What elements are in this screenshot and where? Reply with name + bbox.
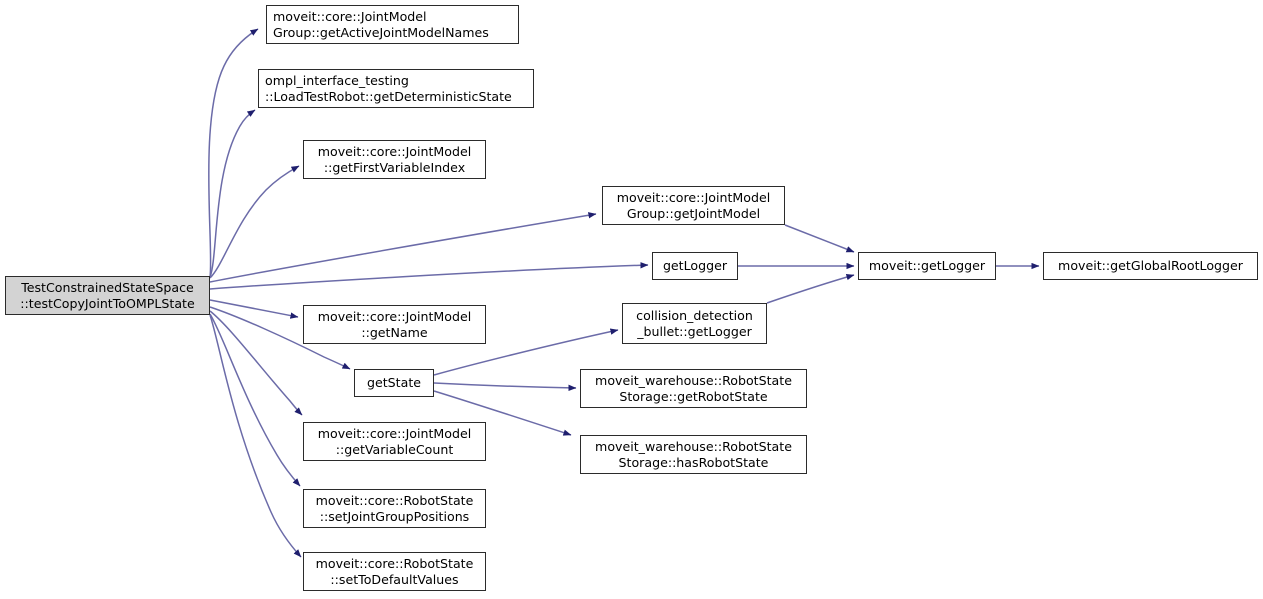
graph-node-label: TestConstrainedStateSpace	[21, 280, 194, 295]
graph-node-label: moveit_warehouse::RobotState	[595, 373, 792, 388]
graph-edge	[209, 109, 256, 278]
graph-node-label: ::setToDefaultValues	[330, 571, 459, 587]
graph-node-label: moveit::core::JointModel	[616, 190, 771, 205]
graph-node-setToDefaultValues[interactable]: moveit::core::RobotState::setToDefaultVa…	[303, 552, 486, 591]
graph-node-label: ompl_interface_testing	[265, 73, 409, 88]
graph-edge	[433, 382, 577, 392]
graph-node-label: moveit::core::JointModel	[317, 426, 472, 441]
graph-node-root[interactable]: TestConstrainedStateSpace::testCopyJoint…	[5, 276, 210, 315]
graph-node-moveitGetGlobalRootLogger[interactable]: moveit::getGlobalRootLogger	[1043, 252, 1258, 280]
graph-node-label: Group::getJointModel	[626, 205, 761, 221]
graph-node-label: moveit::core::JointModel	[317, 144, 472, 159]
graph-node-label: ::setJointGroupPositions	[319, 508, 470, 524]
graph-node-label: Group::getActiveJointModelNames	[273, 24, 489, 40]
graph-edges	[207, 28, 1040, 558]
graph-edge	[209, 313, 301, 487]
graph-edge	[209, 310, 303, 416]
graph-node-label: _bullet::getLogger	[637, 323, 752, 339]
graph-node-label: Storage::getRobotState	[619, 388, 768, 404]
graph-edge	[209, 165, 300, 279]
graph-node-label: moveit::core::RobotState	[315, 493, 474, 508]
graph-edge	[766, 274, 855, 304]
graph-edge	[784, 224, 855, 253]
graph-node-getLogger[interactable]: getLogger	[652, 252, 738, 280]
graph-node-label: ::testCopyJointToOMPLState	[20, 295, 195, 311]
graph-node-label: ::LoadTestRobot::getDeterministicState	[265, 88, 512, 104]
graph-node-getFirstVariableIndex[interactable]: moveit::core::JointModel::getFirstVariab…	[303, 140, 486, 179]
graph-node-label: getLogger	[662, 258, 728, 274]
graph-node-label: ::getFirstVariableIndex	[323, 159, 466, 175]
graph-edge	[207, 28, 259, 278]
graph-node-label: moveit::getLogger	[868, 258, 986, 274]
graph-node-setJointGroupPositions[interactable]: moveit::core::RobotState::setJointGroupP…	[303, 489, 486, 528]
graph-node-label: ::getVariableCount	[335, 441, 454, 457]
graph-node-label: getState	[366, 375, 421, 391]
graph-node-getState[interactable]: getState	[354, 369, 434, 397]
graph-edge	[209, 314, 302, 558]
graph-edge	[209, 299, 299, 319]
graph-node-label: ::getName	[361, 324, 428, 340]
graph-node-collisionDetectionBulletGetLogger[interactable]: collision_detection_bullet::getLogger	[622, 303, 767, 344]
graph-node-label: moveit::core::JointModel	[317, 309, 472, 324]
graph-node-getVariableCount[interactable]: moveit::core::JointModel::getVariableCou…	[303, 422, 486, 461]
graph-node-getDeterministicState[interactable]: ompl_interface_testing::LoadTestRobot::g…	[258, 69, 534, 108]
graph-node-label: moveit::core::RobotState	[315, 556, 474, 571]
graph-node-label: moveit::core::JointModel	[273, 9, 427, 24]
graph-node-moveitGetLogger[interactable]: moveit::getLogger	[858, 252, 996, 280]
graph-edge	[209, 212, 597, 283]
graph-node-label: moveit::getGlobalRootLogger	[1058, 258, 1243, 274]
graph-node-getName[interactable]: moveit::core::JointModel::getName	[303, 305, 486, 344]
graph-node-label: collision_detection	[636, 308, 753, 323]
graph-edge	[209, 262, 649, 290]
graph-node-label: moveit_warehouse::RobotState	[595, 439, 792, 454]
graph-node-label: Storage::hasRobotState	[618, 454, 769, 470]
